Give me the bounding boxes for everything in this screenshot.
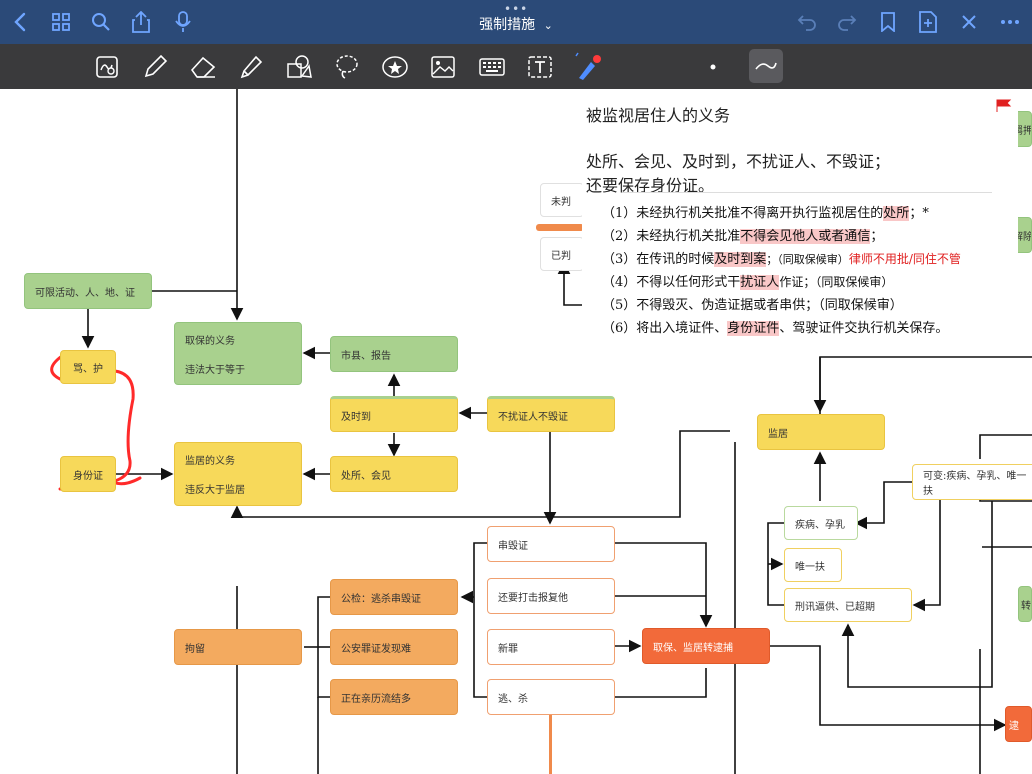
stroke-icon[interactable] — [749, 49, 783, 83]
law-item-highlight: 扰证人 — [740, 275, 780, 290]
law-item-highlight: 及时到案 — [714, 252, 767, 267]
redo-icon[interactable] — [834, 0, 860, 44]
text-icon[interactable] — [525, 52, 555, 82]
law-item-number: （2） — [602, 229, 637, 244]
dot-icon[interactable] — [698, 52, 728, 82]
flag-icon[interactable] — [996, 98, 1012, 117]
law-item-tail: ；* — [909, 206, 929, 221]
search-icon[interactable] — [88, 0, 114, 44]
undo-icon[interactable] — [794, 0, 820, 44]
node-scold[interactable]: 骂、护 — [60, 350, 116, 384]
mind-map-canvas[interactable]: 可限活动、人、地、证 骂、护 身份证 取保的义务 违法大于等于 监居的义务 违反… — [0, 89, 1032, 774]
law-item-highlight: 处所 — [883, 206, 910, 221]
handwritten-annotation: 律师不用批/同住不管 — [848, 252, 961, 266]
law-item-text: 将出入境证件、 — [636, 321, 728, 336]
law-item-4: （4）不得以任何形式干扰证人作证；（同取保候审） — [602, 271, 893, 290]
node-convert-arrest[interactable]: 取保、监居转逮捕 — [642, 628, 770, 664]
law-item-2: （2）未经执行机关批准不得会见他人或者通信； — [602, 225, 883, 244]
bookmark-icon[interactable] — [875, 0, 901, 44]
node-surveillance[interactable]: 监居 — [757, 414, 885, 450]
window-dots[interactable]: ••• — [504, 2, 529, 16]
law-item-3: （3）在传讯的时候及时到案；（同取保候审）律师不用批/同住不管 — [602, 248, 961, 267]
law-item-5: （5）不得毁灭、伪造证据或者串供；（同取保候审） — [602, 294, 903, 313]
sticker-icon[interactable] — [380, 52, 410, 82]
node-edge-r4[interactable]: 逮 — [1005, 706, 1032, 742]
note-summary-line-1: 处所、会见、及时到，不扰证人、不毁证； — [586, 152, 891, 171]
node-surveillance-duty[interactable]: 监居的义务 违反大于监居 — [174, 442, 302, 506]
note-summary-line-2: 还要保存身份证。 — [586, 176, 715, 195]
node-bail-duty-title: 取保的义务 — [185, 335, 235, 347]
node-surveillance-duty-title: 监居的义务 — [185, 456, 235, 467]
more-icon[interactable] — [996, 0, 1024, 44]
node-no-disturb[interactable]: 不扰证人不毁证 — [487, 396, 615, 432]
top-navigation-bar: ••• 强制措施 ⌄ — [0, 0, 1032, 44]
law-item-highlight: 不得会见他人或者通信 — [740, 229, 871, 244]
law-item-text: 不得毁灭、伪造证据或者串供；（同取保候审） — [636, 298, 903, 313]
node-edge-r3[interactable]: 转 — [1018, 586, 1032, 622]
shapes-icon[interactable] — [284, 52, 314, 82]
keyboard-icon[interactable] — [477, 52, 507, 82]
law-item-6: （6）将出入境证件、身份证件、驾驶证件交执行机关保存。 — [602, 317, 948, 336]
node-prosecution-evidence[interactable]: 公检：逃杀串毁证 — [330, 579, 458, 615]
back-icon[interactable] — [6, 0, 34, 44]
node-residence[interactable]: 处所、会见 — [330, 456, 458, 492]
node-in-process[interactable]: 正在亲历流结多 — [330, 679, 458, 715]
law-item-1: （1）未经执行机关批准不得离开执行监视居住的处所；* — [602, 202, 929, 221]
node-destroy-evidence[interactable]: 串毁证 — [487, 526, 615, 562]
document-title[interactable]: 强制措施 ⌄ — [0, 14, 1032, 34]
note-divider — [622, 192, 992, 193]
node-sole-support[interactable]: 唯一扶 — [784, 548, 842, 582]
node-bail-duty-sub: 违法大于等于 — [185, 364, 245, 376]
lasso-icon[interactable] — [332, 52, 362, 82]
eraser-icon[interactable] — [188, 52, 218, 82]
laser-icon[interactable] — [573, 52, 603, 82]
add-page-icon[interactable] — [915, 0, 941, 44]
law-item-number: （4） — [602, 275, 637, 290]
node-report[interactable]: 市县、报告 — [330, 336, 458, 372]
pen-icon[interactable] — [140, 52, 170, 82]
node-torture[interactable]: 刑讯逼供、已超期 — [784, 588, 912, 622]
grid-icon[interactable] — [48, 0, 74, 44]
law-item-tail: 作证；（同取保候审） — [779, 275, 894, 289]
law-item-tail: 、驾驶证件交执行机关保存。 — [779, 321, 949, 336]
node-police-found[interactable]: 公安罪证发现难 — [330, 629, 458, 665]
node-detention[interactable]: 拘留 — [174, 629, 302, 665]
lasso-zoom-icon[interactable] — [92, 52, 122, 82]
image-icon[interactable] — [428, 52, 458, 82]
node-bail-duty[interactable]: 取保的义务 违法大于等于 — [174, 322, 302, 385]
node-on-time[interactable]: 及时到 — [330, 396, 458, 432]
node-id-card[interactable]: 身份证 — [60, 456, 116, 492]
law-item-number: （1） — [602, 206, 637, 221]
mic-icon[interactable] — [170, 0, 196, 44]
law-item-text: 未经执行机关批准不得离开执行监视居住的 — [636, 206, 884, 221]
note-heading: 被监视居住人的义务 — [586, 106, 731, 125]
chevron-down-icon: ⌄ — [543, 19, 553, 32]
drawing-toolbar — [0, 44, 1032, 89]
node-judged[interactable]: 已判 — [540, 237, 584, 271]
law-item-number: （6） — [602, 321, 637, 336]
node-surveillance-duty-sub: 违反大于监居 — [185, 485, 245, 496]
close-icon[interactable] — [956, 0, 982, 44]
law-item-tail: ；（同取保候审） — [766, 253, 849, 266]
node-unjudged[interactable]: 未判 — [540, 183, 584, 217]
node-flee-kill[interactable]: 逃、杀 — [487, 679, 615, 715]
node-variable[interactable]: 可变:疾病、孕乳、唯一扶 — [912, 464, 1032, 500]
node-new-crime[interactable]: 新罪 — [487, 629, 615, 665]
law-item-text: 不得以任何形式干 — [636, 275, 741, 290]
share-icon[interactable] — [128, 0, 154, 44]
law-item-text: 未经执行机关批准 — [636, 229, 741, 244]
law-item-number: （5） — [602, 298, 637, 313]
connector-lines — [50, 89, 1032, 774]
node-illness[interactable]: 疾病、孕乳 — [784, 506, 858, 540]
law-item-text: 在传讯的时候 — [636, 252, 715, 267]
highlighter-icon[interactable] — [236, 52, 266, 82]
law-item-highlight: 身份证件 — [727, 321, 780, 336]
node-retaliation[interactable]: 还要打击报复他 — [487, 578, 615, 614]
law-item-tail: ； — [870, 229, 884, 244]
document-title-text: 强制措施 — [479, 17, 536, 33]
node-restricted[interactable]: 可限活动、人、地、证 — [24, 273, 152, 309]
note-card[interactable]: 被监视居住人的义务 处所、会见、及时到，不扰证人、不毁证； 还要保存身份证。 （… — [582, 96, 1018, 340]
law-item-number: （3） — [602, 252, 637, 267]
